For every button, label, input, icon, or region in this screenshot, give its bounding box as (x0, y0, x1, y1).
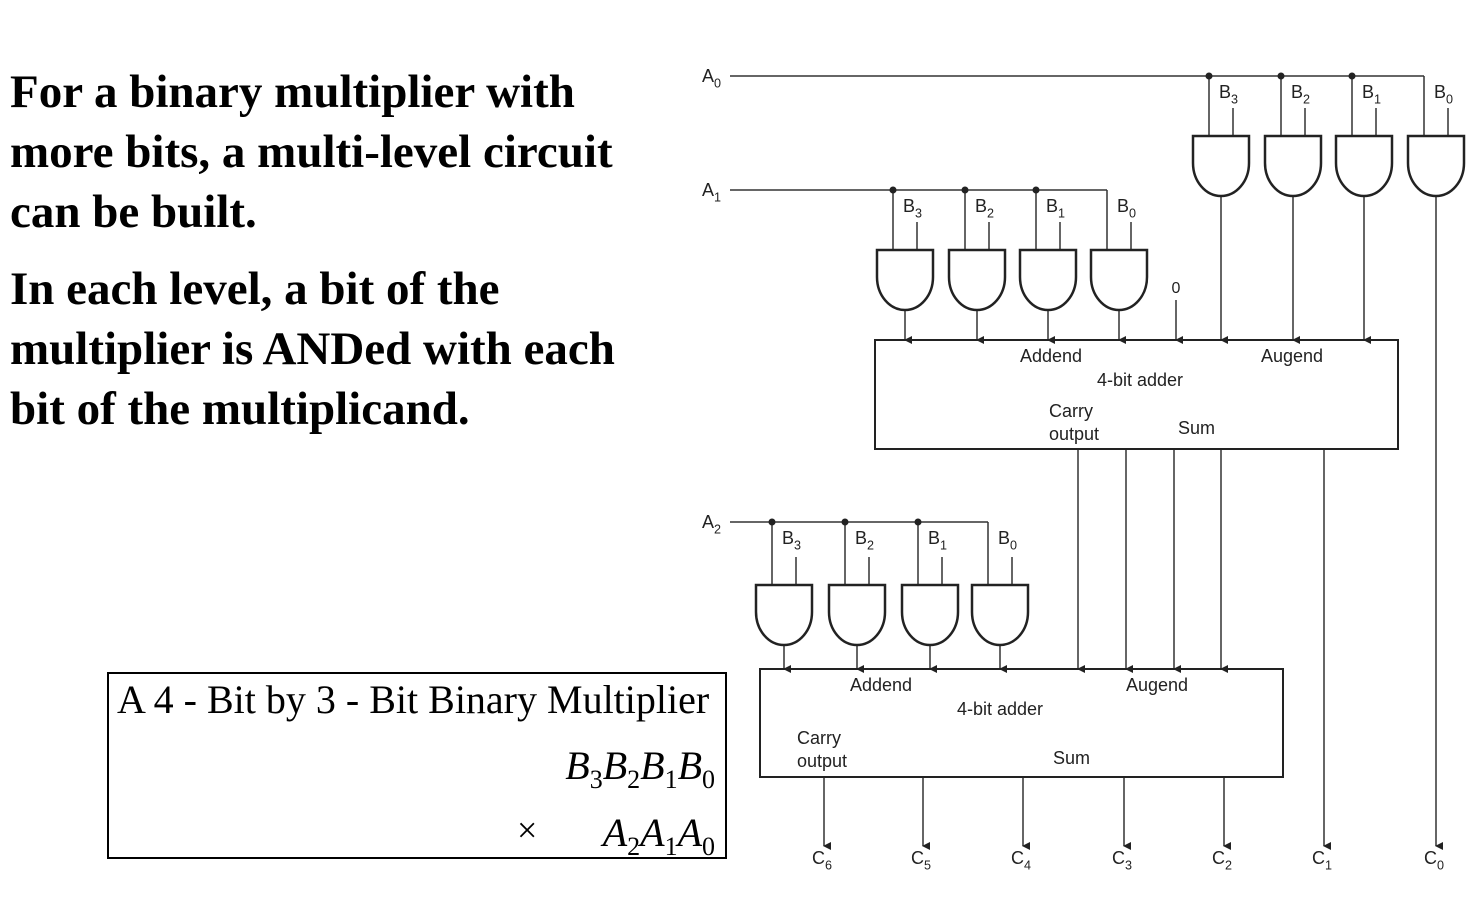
and-gate (947, 248, 1007, 312)
b-label: B2 (1291, 82, 1310, 106)
four-bit-adder-box (759, 668, 1284, 778)
carry-label: Carry (797, 728, 841, 748)
b-label: B1 (1046, 196, 1065, 220)
and-gate (1191, 134, 1251, 198)
augend-label: Augend (1126, 675, 1188, 695)
b-label: B0 (1434, 82, 1453, 106)
and-gate (1406, 134, 1466, 198)
input-label-a2: A2 (702, 512, 721, 536)
output-label-c6: C6 (812, 848, 832, 872)
output-label-c1: C1 (1312, 848, 1332, 872)
multiplication-box: A 4 - Bit by 3 - Bit Binary Multiplier B… (107, 672, 727, 861)
and-gate (875, 248, 935, 312)
adder-name-label: 4-bit adder (1097, 370, 1183, 390)
output-label-c5: C5 (911, 848, 931, 872)
and-gate (1263, 134, 1323, 198)
multiplication-title: A 4 - Bit by 3 - Bit Binary Multiplier (117, 677, 710, 722)
b-label: B2 (855, 528, 874, 552)
and-gate (1018, 248, 1078, 312)
adder-name-label: 4-bit adder (957, 699, 1043, 719)
four-bit-adder-box (874, 339, 1399, 450)
and-gate (1334, 134, 1394, 198)
and-gate (754, 583, 814, 647)
b-label: B2 (975, 196, 994, 220)
b-label: B3 (903, 196, 922, 220)
output-label-c3: C3 (1112, 848, 1132, 872)
junction-dot (1348, 72, 1356, 80)
b-label: B3 (782, 528, 801, 552)
sum-label: Sum (1178, 418, 1215, 438)
b-label: B0 (998, 528, 1017, 552)
times-symbol: × (517, 810, 538, 850)
junction-dot (914, 518, 922, 526)
and-gate (970, 583, 1030, 647)
junction-dot (961, 186, 969, 194)
carry-output-label: output (797, 751, 847, 771)
intro-paragraph: For a binary multiplier with more bits, … (10, 66, 613, 238)
augend-label: Augend (1261, 346, 1323, 366)
b-label: B0 (1117, 196, 1136, 220)
zero-input-label: 0 (1172, 280, 1181, 297)
sum-label: Sum (1053, 748, 1090, 768)
b-label: B1 (928, 528, 947, 552)
junction-dot (1032, 186, 1040, 194)
junction-dot (768, 518, 776, 526)
output-label-c0: C0 (1424, 848, 1444, 872)
junction-dot (1205, 72, 1213, 80)
carry-label: Carry (1049, 401, 1093, 421)
multiplicand-row: B3B2B1B0 (565, 743, 715, 794)
and-gate (900, 583, 960, 647)
addend-label: Addend (850, 675, 912, 695)
junction-dot (889, 186, 897, 194)
multiplier-row: A2A1A0 (602, 810, 715, 861)
output-label-c4: C4 (1011, 848, 1031, 872)
and-gate (1089, 248, 1149, 312)
b-label: B1 (1362, 82, 1381, 106)
explanation-paragraph: In each level, a bit of the multiplier i… (10, 263, 615, 435)
carry-output-label: output (1049, 424, 1099, 444)
input-label-a0: A0 (702, 66, 721, 90)
junction-dot (1277, 72, 1285, 80)
input-label-a1: A1 (702, 180, 721, 204)
output-label-c2: C2 (1212, 848, 1232, 872)
b-label: B3 (1219, 82, 1238, 106)
addend-label: Addend (1020, 346, 1082, 366)
junction-dot (841, 518, 849, 526)
and-gate (827, 583, 887, 647)
